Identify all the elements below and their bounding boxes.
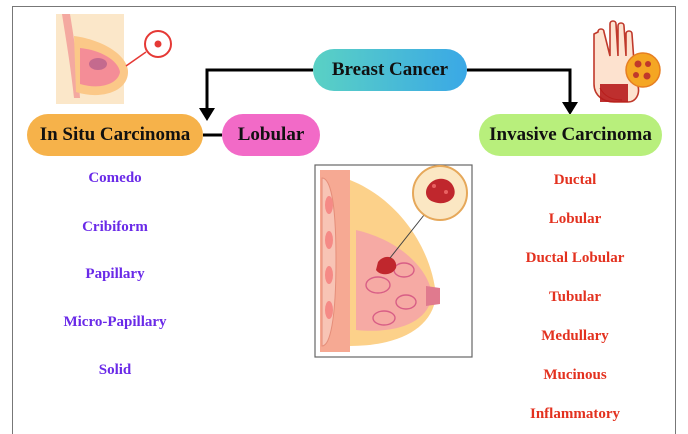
breast-cancer-node: Breast Cancer	[313, 49, 467, 91]
invasive-carcinoma-node: Invasive Carcinoma	[479, 114, 662, 156]
lobular-node: Lobular	[222, 114, 320, 156]
breast-tumor-illustration	[315, 165, 472, 357]
in-situ-type: Papillary	[40, 266, 190, 283]
invasive-type: Lobular	[500, 211, 650, 228]
in-situ-carcinoma-node: In Situ Carcinoma	[27, 114, 203, 156]
in-situ-type: Solid	[40, 362, 190, 379]
arrow-to-invasive	[467, 70, 570, 106]
invasive-type: Inflammatory	[500, 406, 650, 423]
arrow-head-left	[199, 108, 215, 121]
breast-icon	[56, 14, 171, 104]
hand-cell-icon	[594, 21, 660, 102]
in-situ-type: Comedo	[40, 170, 190, 187]
invasive-type: Ductal Lobular	[500, 250, 650, 267]
invasive-type: Ductal	[500, 172, 650, 189]
invasive-type: Tubular	[500, 289, 650, 306]
in-situ-type: Micro-Papillary	[40, 314, 190, 331]
invasive-type: Medullary	[500, 328, 650, 345]
invasive-type: Mucinous	[500, 367, 650, 384]
in-situ-type: Cribiform	[40, 219, 190, 236]
arrow-to-in-situ	[207, 70, 313, 112]
